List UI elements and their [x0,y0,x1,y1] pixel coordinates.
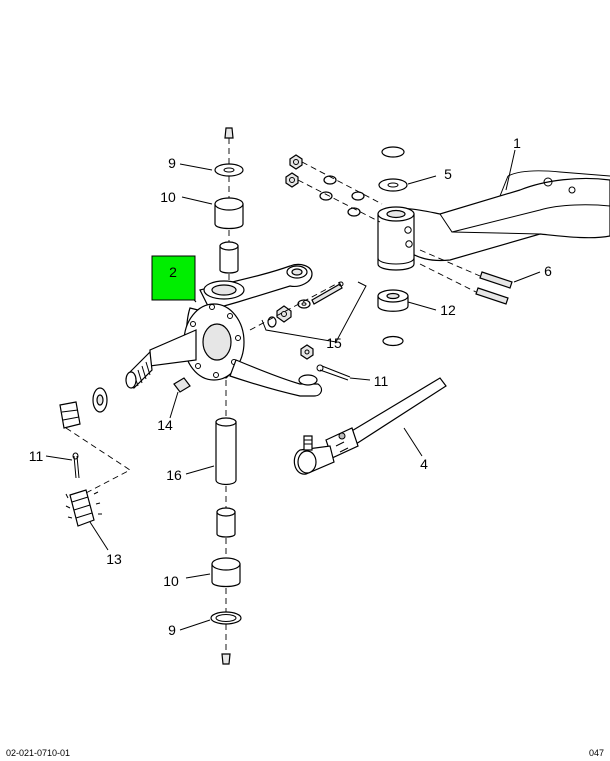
callout-11-left: 11 [29,448,44,464]
highlight-box-2[interactable] [151,255,196,301]
callout-14: 14 [157,417,173,433]
bracket-15 [261,281,367,343]
cotter-pin-right [316,364,351,381]
callout-15: 15 [326,335,342,351]
king-pin-upper-stack [214,127,244,282]
callout-10-top: 10 [160,189,176,205]
callout-13: 13 [106,551,122,567]
left-dash-leader [65,427,131,495]
stud-14 [173,377,191,393]
axle-beam [377,170,610,271]
bushing-12 [377,289,409,347]
footer-right-code: 047 [588,748,604,758]
callout-9-bottom: 9 [168,622,176,638]
callout-6: 6 [544,263,552,279]
hardware-15 [249,281,344,360]
washer-5 [378,146,408,192]
callout-5: 5 [444,166,452,182]
spindle-nut [59,387,108,429]
steering-knuckle [125,263,323,397]
callout-11-right: 11 [374,373,389,389]
tie-rod [293,377,447,475]
king-pin-lower-stack [210,380,242,665]
callout-16: 16 [166,467,182,483]
callout-2: 2 [169,264,177,280]
footer-left-code: 02-021-0710-01 [6,748,71,758]
callout-12: 12 [440,302,456,318]
callout-1: 1 [513,135,521,151]
callout-10-bottom: 10 [163,573,179,589]
tie-bolts-6 [419,249,513,305]
lock-ring-13 [65,489,102,527]
cotter-pin-left [72,452,80,479]
callout-9-top: 9 [168,155,176,171]
beam-mounting-nuts [285,154,383,223]
callout-4: 4 [420,456,428,472]
